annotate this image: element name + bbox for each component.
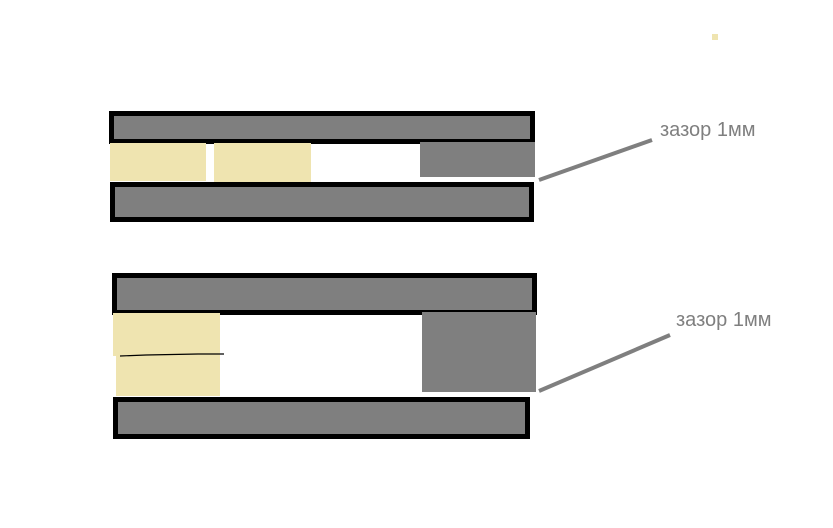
leader-line <box>538 138 653 182</box>
spacer-block <box>110 143 206 181</box>
assembly-top: зазор 1мм <box>109 111 755 222</box>
gray-block <box>420 142 535 177</box>
spacer-block <box>113 313 220 356</box>
spacer-divider-line <box>119 353 224 357</box>
lower-plate <box>110 182 534 222</box>
gap-label: зазор 1мм <box>660 119 755 141</box>
upper-plate <box>112 273 537 315</box>
lower-plate <box>113 397 530 439</box>
stray-mark <box>712 34 718 40</box>
leader-line <box>538 333 671 393</box>
upper-plate <box>109 111 535 144</box>
gray-block <box>422 312 536 392</box>
assembly-bottom: зазор 1мм <box>112 273 771 439</box>
spacer-block <box>214 143 311 183</box>
spacer-block <box>116 356 220 396</box>
gap-label: зазор 1мм <box>676 309 771 331</box>
